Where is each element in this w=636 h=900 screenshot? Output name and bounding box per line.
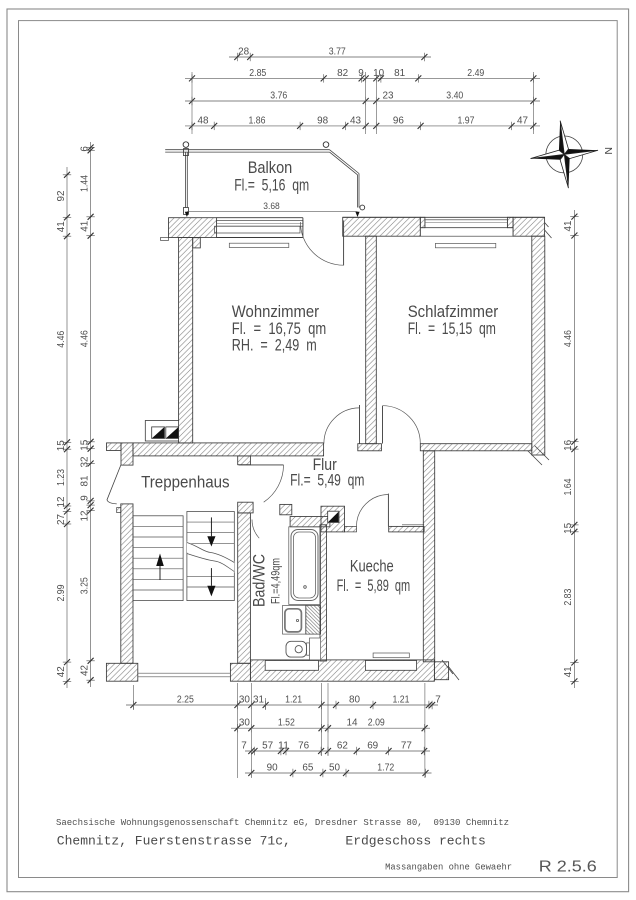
svg-text:Balkon: Balkon <box>248 159 293 177</box>
svg-text:1.23: 1.23 <box>56 469 67 486</box>
svg-text:3.76: 3.76 <box>270 91 287 102</box>
svg-text:96: 96 <box>393 115 405 126</box>
svg-text:6: 6 <box>79 146 90 152</box>
svg-text:1.21: 1.21 <box>285 695 302 706</box>
svg-text:57: 57 <box>262 741 273 752</box>
svg-text:30: 30 <box>239 695 251 706</box>
svg-text:1.21: 1.21 <box>393 695 410 706</box>
svg-text:4.46: 4.46 <box>563 330 574 347</box>
svg-text:62: 62 <box>337 741 348 752</box>
svg-text:1.52: 1.52 <box>278 718 295 729</box>
svg-text:1.86: 1.86 <box>249 115 266 126</box>
svg-text:2.09: 2.09 <box>368 718 385 729</box>
svg-text:Fl.= 5,49 qm: Fl.= 5,49 qm <box>290 471 364 489</box>
svg-text:4.46: 4.46 <box>56 330 67 347</box>
svg-text:14: 14 <box>347 718 359 729</box>
svg-text:2.85: 2.85 <box>249 68 266 79</box>
svg-text:28: 28 <box>238 47 250 58</box>
svg-text:7: 7 <box>241 741 247 752</box>
svg-text:65: 65 <box>302 763 314 774</box>
svg-text:9: 9 <box>358 68 364 79</box>
svg-text:Fl. = 15,15 qm: Fl. = 15,15 qm <box>408 320 496 338</box>
svg-text:81: 81 <box>394 68 406 79</box>
svg-text:48: 48 <box>198 115 210 126</box>
svg-text:15: 15 <box>563 522 574 534</box>
svg-text:2.49: 2.49 <box>467 68 484 79</box>
svg-text:3.77: 3.77 <box>329 47 346 58</box>
svg-text:32: 32 <box>79 457 90 468</box>
svg-text:1.97: 1.97 <box>458 115 475 126</box>
svg-text:Fl. = 16,75 qm: Fl. = 16,75 qm <box>232 320 326 338</box>
svg-text:42: 42 <box>79 665 90 676</box>
svg-text:41: 41 <box>56 221 67 233</box>
svg-text:Flur: Flur <box>313 456 338 474</box>
svg-text:2.25: 2.25 <box>177 695 194 706</box>
svg-text:Schlafzimmer: Schlafzimmer <box>408 303 499 321</box>
svg-text:2.99: 2.99 <box>56 584 67 601</box>
svg-text:1.44: 1.44 <box>79 175 90 192</box>
svg-text:10: 10 <box>373 68 385 79</box>
svg-text:R 2.5.6: R 2.5.6 <box>539 859 597 876</box>
svg-text:16: 16 <box>563 439 574 451</box>
svg-text:7: 7 <box>435 695 441 706</box>
svg-text:N: N <box>602 147 614 155</box>
svg-text:98: 98 <box>317 115 329 126</box>
svg-text:RH. = 2,49 m: RH. = 2,49 m <box>232 337 317 355</box>
svg-text:42: 42 <box>56 666 67 677</box>
svg-text:Fl.= 5,16 qm: Fl.= 5,16 qm <box>234 177 309 195</box>
svg-text:3.40: 3.40 <box>446 91 463 102</box>
svg-text:41: 41 <box>79 220 90 232</box>
svg-text:Kueche: Kueche <box>350 558 394 576</box>
svg-text:81: 81 <box>79 475 90 487</box>
svg-text:11: 11 <box>278 741 290 752</box>
svg-text:80: 80 <box>349 695 361 706</box>
svg-text:90: 90 <box>267 763 279 774</box>
svg-text:1.72: 1.72 <box>377 763 394 774</box>
svg-text:9: 9 <box>79 495 90 501</box>
svg-text:23: 23 <box>383 91 395 102</box>
svg-text:Treppenhaus: Treppenhaus <box>141 474 230 492</box>
svg-text:76: 76 <box>298 741 310 752</box>
svg-text:50: 50 <box>329 763 341 774</box>
svg-text:Bad/WC: Bad/WC <box>251 554 269 607</box>
svg-text:69: 69 <box>367 741 379 752</box>
svg-text:92: 92 <box>56 191 67 202</box>
svg-text:Fl. = 5,89 qm: Fl. = 5,89 qm <box>337 577 411 595</box>
svg-text:2.83: 2.83 <box>563 588 574 605</box>
svg-text:43: 43 <box>350 115 362 126</box>
svg-text:15: 15 <box>56 440 67 452</box>
svg-text:41: 41 <box>563 220 574 232</box>
svg-text:31: 31 <box>253 695 265 706</box>
svg-text:12: 12 <box>56 497 67 508</box>
svg-text:77: 77 <box>401 741 412 752</box>
svg-text:4.46: 4.46 <box>79 330 90 347</box>
svg-text:Saechsische Wohnungsgenossensc: Saechsische Wohnungsgenossenschaft Chemn… <box>56 817 509 828</box>
svg-text:Fl.=4,49qm: Fl.=4,49qm <box>269 558 283 604</box>
svg-text:Massangaben ohne Gewaehr: Massangaben ohne Gewaehr <box>385 862 512 873</box>
svg-text:47: 47 <box>517 115 528 126</box>
svg-text:15: 15 <box>79 439 90 451</box>
svg-text:1.64: 1.64 <box>563 478 574 495</box>
svg-text:3.25: 3.25 <box>79 577 90 594</box>
svg-text:41: 41 <box>563 666 574 678</box>
svg-text:27: 27 <box>56 514 67 525</box>
svg-text:Chemnitz, Fuerstenstrasse 71c,: Chemnitz, Fuerstenstrasse 71c, Erdgescho… <box>57 834 486 849</box>
svg-text:82: 82 <box>337 68 348 79</box>
svg-text:12: 12 <box>79 511 90 522</box>
svg-text:3.68: 3.68 <box>263 201 280 211</box>
svg-text:30: 30 <box>239 718 251 729</box>
svg-text:Wohnzimmer: Wohnzimmer <box>232 303 320 321</box>
